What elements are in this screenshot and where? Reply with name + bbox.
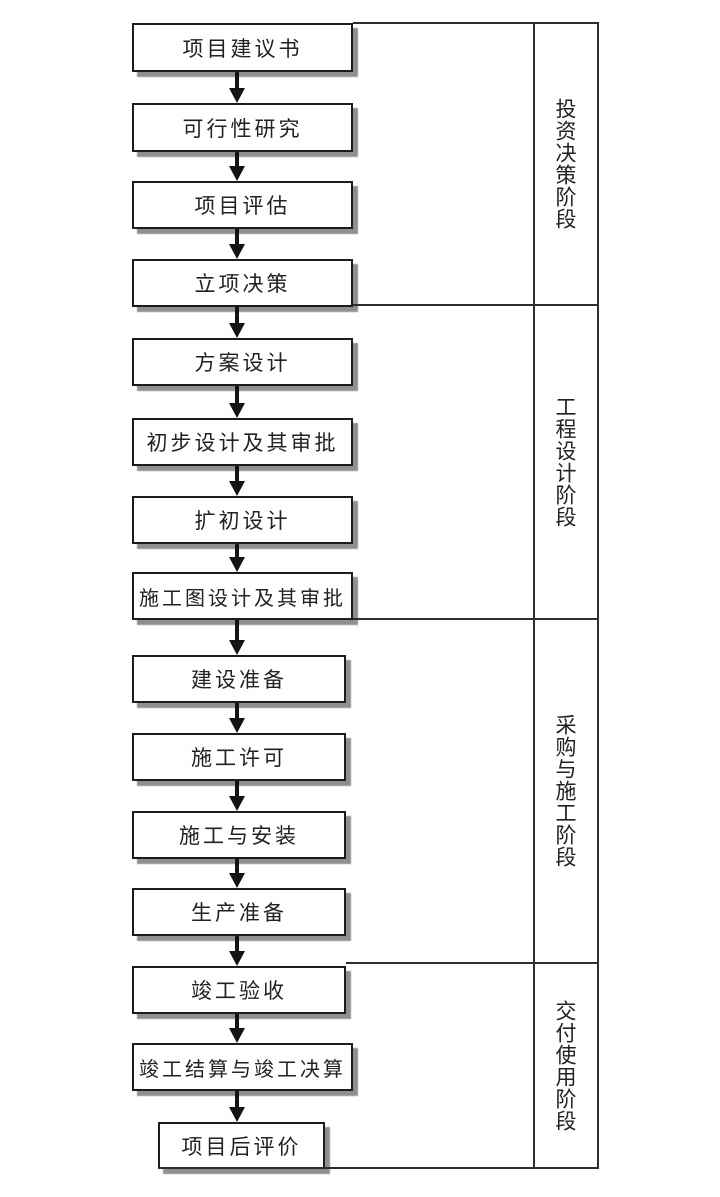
down-arrow-11 — [229, 859, 245, 888]
arrow-head-icon — [229, 951, 245, 966]
phase-column-right-border — [597, 22, 599, 1169]
arrow-shaft — [235, 229, 239, 247]
step-project-evaluation: 项目评估 — [132, 181, 353, 229]
arrow-head-icon — [229, 796, 245, 811]
arrow-shaft — [235, 936, 239, 954]
step-completion-acceptance: 竣工验收 — [132, 966, 346, 1014]
arrow-head-icon — [229, 1107, 245, 1122]
arrow-head-icon — [229, 481, 245, 496]
step-expanded-preliminary-design: 扩初设计 — [132, 496, 353, 544]
step-project-approval-decision: 立项决策 — [132, 259, 353, 307]
down-arrow-9 — [229, 703, 245, 733]
arrow-head-icon — [229, 557, 245, 572]
phase-divider-3-4 — [346, 962, 599, 964]
down-arrow-12 — [229, 936, 245, 966]
down-arrow-8 — [229, 620, 245, 655]
phase-divider-1-2 — [353, 304, 599, 306]
step-construction-permit: 施工许可 — [132, 733, 346, 781]
phase-column-left-border — [533, 22, 535, 1169]
arrow-shaft — [235, 386, 239, 406]
step-preliminary-design-and-approval: 初步设计及其审批 — [132, 418, 353, 466]
phase-label-procurement-construction: 采购与施工阶段 — [553, 714, 577, 868]
phase-label-engineering-design: 工程设计阶段 — [553, 396, 577, 528]
arrow-shaft — [235, 307, 239, 326]
phase-label-investment-decision: 投资决策阶段 — [553, 98, 577, 230]
arrow-head-icon — [229, 166, 245, 181]
down-arrow-10 — [229, 781, 245, 811]
down-arrow-7 — [229, 544, 245, 572]
down-arrow-4 — [229, 307, 245, 338]
arrow-shaft — [235, 72, 239, 91]
down-arrow-13 — [229, 1014, 245, 1043]
step-production-preparation: 生产准备 — [132, 888, 346, 936]
arrow-shaft — [235, 466, 239, 484]
arrow-shaft — [235, 781, 239, 799]
down-arrow-1 — [229, 72, 245, 103]
arrow-shaft — [235, 859, 239, 876]
arrow-shaft — [235, 1014, 239, 1031]
step-post-project-evaluation: 项目后评价 — [158, 1122, 325, 1169]
arrow-head-icon — [229, 244, 245, 259]
arrow-head-icon — [229, 1028, 245, 1043]
step-completion-settlement-and-final-accounts: 竣工结算与竣工决算 — [132, 1043, 353, 1091]
step-construction-drawing-design-and-approval: 施工图设计及其审批 — [132, 572, 353, 620]
arrow-shaft — [235, 1091, 239, 1110]
arrow-shaft — [235, 544, 239, 560]
arrow-head-icon — [229, 718, 245, 733]
step-scheme-design: 方案设计 — [132, 338, 353, 386]
down-arrow-6 — [229, 466, 245, 496]
phase-divider-2-3 — [353, 618, 599, 620]
down-arrow-3 — [229, 229, 245, 259]
arrow-head-icon — [229, 873, 245, 888]
step-feasibility-study: 可行性研究 — [132, 103, 353, 152]
arrow-shaft — [235, 703, 239, 721]
step-construction-and-installation: 施工与安装 — [132, 811, 346, 859]
down-arrow-14 — [229, 1091, 245, 1122]
step-project-proposal: 项目建议书 — [132, 23, 353, 72]
arrow-head-icon — [229, 88, 245, 103]
phase-label-delivery-use: 交付使用阶段 — [553, 999, 577, 1132]
arrow-shaft — [235, 152, 239, 169]
phase-divider-top — [353, 22, 599, 24]
down-arrow-5 — [229, 386, 245, 418]
arrow-head-icon — [229, 640, 245, 655]
arrow-head-icon — [229, 323, 245, 338]
step-construction-preparation: 建设准备 — [132, 655, 346, 703]
arrow-shaft — [235, 620, 239, 643]
phase-divider-bottom — [158, 1167, 599, 1169]
down-arrow-2 — [229, 152, 245, 181]
arrow-head-icon — [229, 403, 245, 418]
